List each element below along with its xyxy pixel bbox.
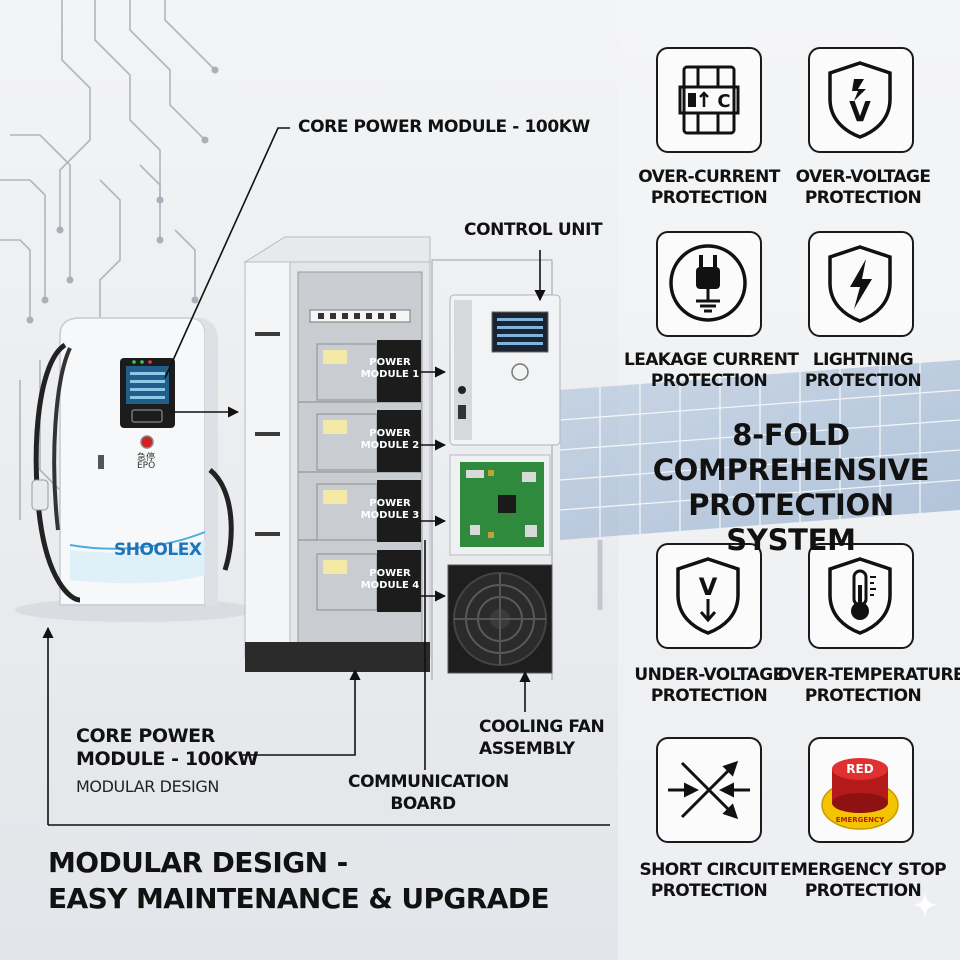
shield-voltage-up-icon: V (808, 47, 914, 153)
callout-modular-design: MODULAR DESIGN (76, 777, 219, 796)
shield-voltage-down-icon: V (656, 543, 762, 649)
callout-control-unit: CONTROL UNIT (464, 220, 603, 240)
breaker-icon: C (656, 47, 762, 153)
shield-lightning-icon (808, 231, 914, 337)
module-2-shape (316, 410, 421, 472)
svg-text:C: C (717, 91, 730, 112)
callout-core-power-left: CORE POWER MODULE - 100kW (76, 725, 259, 770)
leader-lines (42, 127, 610, 826)
module-1-shape (316, 340, 421, 402)
components (431, 259, 561, 680)
thermometer-icon (808, 543, 914, 649)
callout-core-power-top: CORE POWER MODULE - 100kW (298, 117, 590, 137)
control-unit-shape (449, 294, 561, 446)
pcb-shape (449, 454, 551, 556)
bottom-title: MODULAR DESIGN -EASY MAINTENANCE & UPGRA… (48, 846, 550, 915)
callout-cooling-fan: COOLING FAN ASSEMBLY (479, 717, 605, 759)
svg-text:V: V (849, 95, 871, 128)
sparkle-icon (912, 892, 938, 918)
ev-charger (15, 317, 255, 622)
svg-text:V: V (699, 573, 718, 601)
plug-ground-icon (656, 231, 762, 337)
svg-text:EMERGENCY: EMERGENCY (836, 816, 885, 824)
emergency-button-icon: RED EMERGENCY (808, 737, 914, 843)
crossed-arrows-icon (656, 737, 762, 843)
callout-communication-board: COMMUNICATION BOARD (348, 772, 509, 814)
module-4-shape (316, 550, 421, 612)
svg-text:RED: RED (846, 762, 873, 776)
solar-panel-decoration (559, 360, 960, 610)
charger-epo: EPO (137, 461, 156, 471)
charger-brand: SHOOLEX (114, 540, 202, 560)
power-modules (316, 340, 421, 612)
module-3-shape (316, 480, 421, 542)
charger-epo-chinese: 急停 (137, 453, 156, 463)
fan-shape (447, 564, 553, 674)
